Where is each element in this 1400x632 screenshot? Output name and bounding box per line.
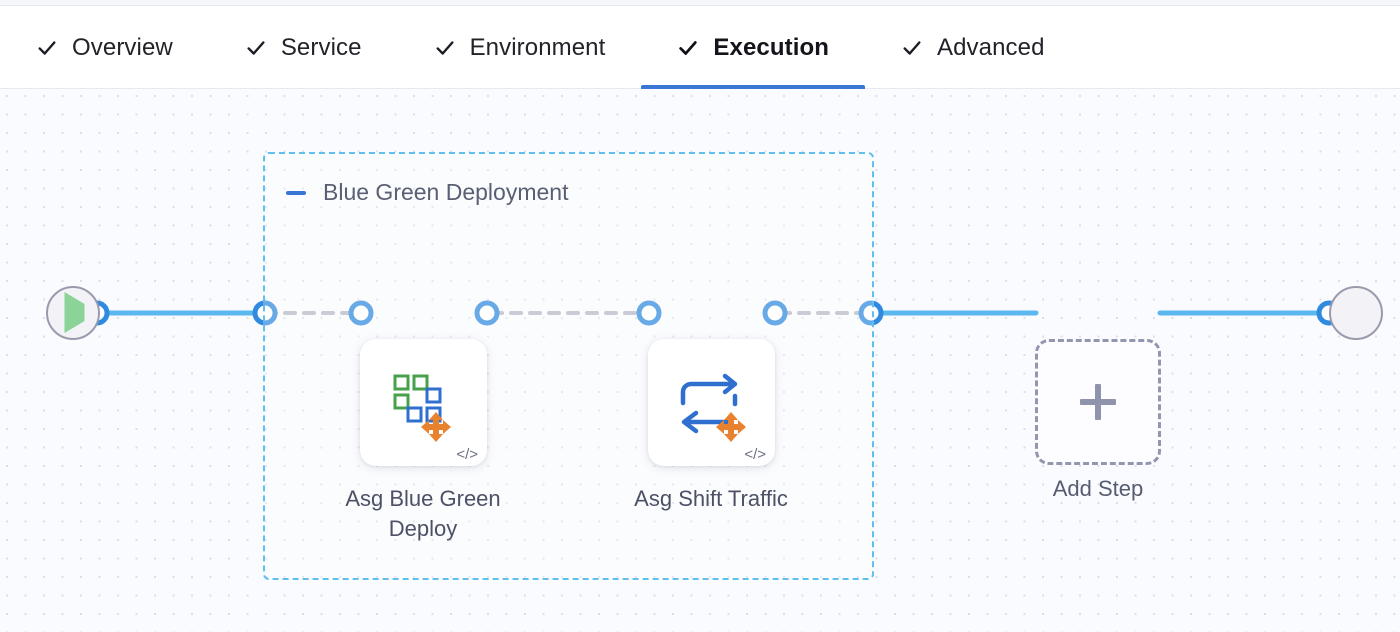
step-group-header: Blue Green Deployment [285,181,568,204]
pipeline-end-node[interactable] [1329,286,1383,340]
step-node-label-asg-shift-traffic: Asg Shift Traffic [634,486,788,511]
check-icon [434,37,456,59]
tab-label: Environment [469,33,606,61]
step-group-title: Blue Green Deployment [323,179,569,205]
check-icon [36,37,58,59]
code-badge-icon: </> [744,446,766,463]
tab-advanced[interactable]: Advanced [865,6,1081,89]
minus-icon[interactable] [285,182,307,204]
tab-list: Overview Service Environment [0,6,1081,90]
window-top-strip [0,0,1400,6]
tab-execution[interactable]: Execution [641,6,865,90]
step-node-asg-shift-traffic[interactable]: </> [648,339,775,466]
asg-blue-green-deploy-icon [381,360,467,446]
tab-overview[interactable]: Overview [0,6,209,89]
tab-service[interactable]: Service [209,6,398,89]
code-badge-icon: </> [456,446,478,463]
tab-environment[interactable]: Environment [398,6,642,89]
check-icon [677,37,699,59]
pipeline-start-node[interactable] [46,286,100,340]
tab-label: Execution [713,33,829,61]
play-icon [62,292,85,333]
tab-label: Advanced [937,33,1045,61]
check-icon [245,37,267,59]
asg-shift-traffic-icon [669,360,755,446]
add-step-button[interactable] [1035,339,1161,465]
tab-label: Overview [72,33,173,61]
add-step-label: Add Step [1052,476,1144,501]
pipeline-tab-bar: Overview Service Environment [0,6,1400,90]
check-icon [901,37,923,59]
step-node-asg-blue-green-deploy[interactable]: </> [360,339,487,466]
pipeline-canvas[interactable]: Blue Green Deployment [0,89,1400,632]
tab-label: Service [280,33,362,61]
plus-icon-vertical [1095,384,1101,420]
tab-active-indicator [641,85,865,90]
step-node-label-asg-blue-green-deploy: Asg Blue Green Deploy [345,486,501,541]
